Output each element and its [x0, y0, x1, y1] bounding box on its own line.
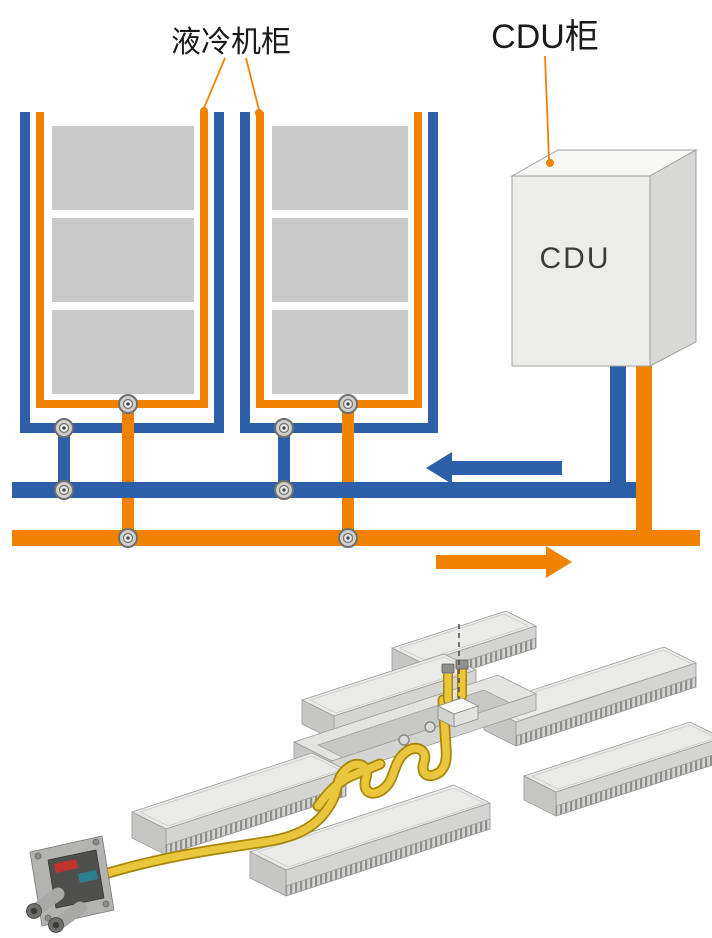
label-cdu-cabinet-group: CDU柜 [491, 18, 599, 167]
valve-icon [338, 528, 358, 548]
heatsink-fins [285, 818, 491, 897]
quick-disconnect-coupler [26, 835, 115, 933]
pipe-drop [342, 408, 354, 536]
module-slab-right-lower [522, 721, 712, 817]
module-slab-left [130, 752, 348, 856]
leader-lines [203, 57, 260, 111]
cdu-box-right-face [649, 149, 697, 367]
hose-fitting-cap [441, 663, 455, 674]
spring-icon [398, 734, 410, 746]
valve-icon [274, 418, 294, 438]
screw-icon [34, 852, 42, 860]
coupling-port [30, 907, 38, 915]
pipe-segment [240, 112, 250, 433]
leader-dot [200, 107, 208, 115]
valve-icon [118, 394, 138, 414]
rack-block [272, 310, 408, 394]
pipe-segment [428, 112, 438, 433]
slab-top-detail [256, 787, 486, 868]
pipe-valves [54, 394, 358, 548]
screw-icon [92, 838, 100, 846]
cabinet-2-blue-pipe [240, 112, 438, 486]
pipe-segment [414, 112, 422, 408]
heatsink-fins [165, 785, 347, 856]
pipe-segment [240, 423, 438, 433]
label-liquid-cabinet-group: 液冷机柜 [171, 26, 291, 117]
hose-tube [314, 760, 384, 810]
cdu-cabinet-label: CDU柜 [491, 18, 599, 56]
pipe-segment [214, 112, 224, 433]
cdu-box-label: CDU [540, 242, 611, 275]
slab-top-detail [398, 613, 530, 661]
rack-block [272, 126, 408, 210]
liquid-cabinet-label: 液冷机柜 [171, 26, 291, 59]
heatsink-fins [555, 754, 712, 817]
leader-dots [200, 107, 263, 117]
heatsink-fins [515, 676, 697, 747]
coupling-port [52, 921, 60, 929]
module-slab-bottom-center [248, 784, 492, 897]
valve-icon [118, 528, 138, 548]
pipe-segment [256, 112, 264, 408]
leader-line [245, 57, 260, 111]
slab-top-detail [530, 724, 712, 790]
leader-line [544, 55, 550, 161]
small-connector-block [436, 697, 480, 728]
cabinet-1-racks [52, 126, 194, 394]
blue-coding-stripe [78, 870, 98, 883]
hose-tube [324, 696, 451, 812]
blue-return-main [12, 366, 640, 498]
blue-flow-arrow-left [426, 452, 562, 484]
spring-icon [424, 721, 436, 733]
screw-icon [44, 914, 52, 922]
module-assembly [26, 610, 712, 933]
valve-icon [338, 394, 358, 414]
cdu-riser [636, 366, 652, 530]
rack-block [272, 218, 408, 302]
coolant-hoses [92, 663, 467, 882]
rack-block [52, 310, 194, 394]
valve-icon [54, 480, 74, 500]
hose-fitting-cap [455, 659, 469, 670]
main-pipe [12, 482, 640, 498]
cabinet-2-racks [272, 126, 408, 394]
slab-top-detail [308, 656, 472, 714]
leader-dot [546, 159, 554, 167]
connector-end-face [437, 705, 455, 728]
pipe-drop [122, 408, 134, 536]
rack-block [52, 218, 194, 302]
pipe-segment [200, 112, 208, 408]
red-coding-stripe [54, 859, 78, 873]
cdu-box: CDU [510, 149, 698, 367]
valve-icon [54, 418, 74, 438]
rack-block [52, 126, 194, 210]
leader-line [203, 57, 226, 109]
pipe-drop [278, 433, 290, 486]
hose-tube [94, 804, 332, 880]
orange-flow-arrow-right [436, 546, 572, 578]
pipe-drop [58, 433, 70, 486]
leader-dot [255, 109, 263, 117]
pipe-segment [20, 112, 30, 433]
cdu-riser [610, 366, 626, 482]
screw-icon [102, 900, 110, 908]
pipe-segment [36, 112, 44, 408]
valve-icon [274, 480, 294, 500]
cdu-box-front-face [511, 175, 651, 367]
